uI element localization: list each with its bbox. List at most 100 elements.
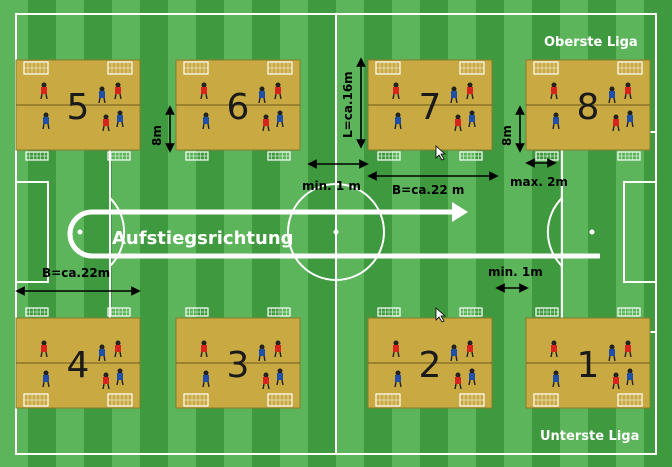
player-icon: [258, 86, 266, 104]
depth-label-8: 8m: [500, 125, 514, 146]
goal-icon: [535, 307, 559, 317]
small-field-8: 8: [525, 59, 651, 161]
player-icon: [274, 340, 282, 358]
field-number: 5: [67, 87, 90, 128]
goal-icon: [107, 61, 133, 75]
player-icon: [608, 86, 616, 104]
depth-label-6: 8m: [150, 125, 164, 146]
player-icon: [626, 368, 634, 386]
width-label-left: B=ca.22m: [42, 266, 110, 280]
player-icon: [466, 82, 474, 100]
player-icon: [258, 344, 266, 362]
player-icon: [40, 340, 48, 358]
dimension-arrows: [15, 57, 557, 296]
player-icon: [262, 372, 270, 390]
player-icon: [202, 112, 210, 130]
player-icon: [116, 368, 124, 386]
player-icon: [202, 370, 210, 388]
player-icon: [552, 370, 560, 388]
player-icon: [42, 370, 50, 388]
player-icon: [276, 110, 284, 128]
player-icon: [40, 82, 48, 100]
width-label-top: B=ca.22 m: [392, 183, 464, 197]
player-icon: [466, 340, 474, 358]
field-number: 3: [227, 345, 250, 386]
small-fields: 5 6 7 8 4 3 2 1: [15, 59, 651, 409]
player-icon: [102, 372, 110, 390]
penalty-spot-right: [589, 229, 595, 235]
player-icon: [394, 112, 402, 130]
goal-icon: [617, 151, 641, 161]
player-icon: [612, 372, 620, 390]
player-icon: [624, 340, 632, 358]
player-icon: [200, 340, 208, 358]
goal-icon: [375, 61, 401, 75]
player-icon: [276, 368, 284, 386]
small-field-4: 4: [15, 307, 141, 409]
goal-icon: [25, 151, 49, 161]
center-spot: [333, 229, 339, 235]
player-icon: [608, 344, 616, 362]
player-icon: [624, 82, 632, 100]
goal-icon: [185, 151, 209, 161]
direction-arrow: [67, 202, 600, 259]
player-icon: [454, 114, 462, 132]
player-icon: [116, 110, 124, 128]
player-icon: [394, 370, 402, 388]
field-number: 2: [419, 345, 442, 386]
goal-icon: [267, 393, 293, 407]
player-icon: [550, 82, 558, 100]
player-icon: [612, 114, 620, 132]
cursor-icon: [435, 145, 447, 161]
goal-icon: [267, 61, 293, 75]
gap-label-max: max. 2m: [510, 175, 568, 189]
player-icon: [102, 114, 110, 132]
goal-icon: [107, 151, 131, 161]
goal-icon: [377, 307, 401, 317]
goal-icon: [23, 61, 49, 75]
player-icon: [392, 340, 400, 358]
field-number: 1: [577, 345, 600, 386]
player-icon: [392, 82, 400, 100]
goal-icon: [533, 393, 559, 407]
goal-icon: [377, 151, 401, 161]
small-field-2: 2: [367, 307, 493, 409]
cursor-icon: [435, 307, 447, 323]
goal-icon: [267, 151, 291, 161]
player-icon: [274, 82, 282, 100]
goal-icon: [107, 393, 133, 407]
direction-label: Aufstiegsrichtung: [112, 228, 294, 249]
goal-icon: [185, 307, 209, 317]
penalty-spot-left: [77, 229, 83, 235]
goal-icon: [183, 61, 209, 75]
player-icon: [262, 114, 270, 132]
player-icon: [468, 368, 476, 386]
field-number: 4: [67, 345, 90, 386]
player-icon: [454, 372, 462, 390]
goal-icon: [617, 61, 643, 75]
player-icon: [552, 112, 560, 130]
goal-icon: [617, 393, 643, 407]
goal-icon: [617, 307, 641, 317]
goal-icon: [459, 307, 483, 317]
goal-icon: [459, 393, 485, 407]
player-icon: [626, 110, 634, 128]
small-field-5: 5: [15, 59, 141, 161]
field-number: 8: [577, 87, 600, 128]
goal-icon: [267, 307, 291, 317]
goal-icon: [23, 393, 49, 407]
player-icon: [114, 82, 122, 100]
player-icon: [114, 340, 122, 358]
goal-icon: [459, 151, 483, 161]
field-number: 6: [227, 87, 250, 128]
goal-icon: [459, 61, 485, 75]
player-icon: [468, 110, 476, 128]
small-field-7: 7: [367, 59, 493, 161]
grass-stripe: [336, 0, 364, 467]
small-field-6: 6: [175, 59, 301, 161]
top-league-label: Oberste Liga: [544, 35, 638, 50]
small-field-3: 3: [175, 307, 301, 409]
small-field-1: 1: [525, 307, 651, 409]
